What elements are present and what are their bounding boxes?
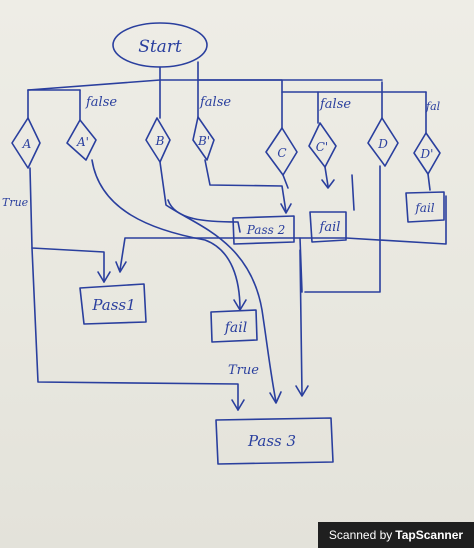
- flow-a-prime-to-fail: [91, 159, 241, 311]
- flow-a-to-pass3: [31, 247, 239, 411]
- flow-b-to-pass2: [167, 199, 241, 233]
- edge-label-false-d: fal: [425, 100, 441, 113]
- arrowhead-pass3-a: [231, 399, 245, 411]
- arrowhead-fail-c: [321, 179, 335, 189]
- fail-b-label: fail: [224, 320, 247, 336]
- fail-d-box: [405, 191, 445, 223]
- decision-drop-lines: [27, 79, 427, 134]
- top-bus-lines: [27, 79, 427, 93]
- decision-d-label: D: [377, 137, 388, 151]
- pass1-box: [79, 283, 147, 325]
- arrowhead-pass1-a: [97, 271, 111, 283]
- edge-label-false-b: false: [199, 95, 231, 110]
- pass3-box: [215, 417, 334, 465]
- decision-b-label: B: [155, 134, 165, 148]
- arrowhead-pass1-b: [115, 261, 127, 273]
- decision-b-prime: [192, 116, 215, 161]
- flow-a-true-to-pass1: [29, 167, 105, 283]
- fail-b-box: [210, 309, 258, 343]
- edge-label-false-a: false: [85, 95, 117, 110]
- pass1-label: Pass1: [91, 296, 135, 314]
- fail-c-label: fail: [319, 220, 341, 235]
- decision-a-label: A: [22, 137, 32, 151]
- flow-d-to-pass3: [299, 165, 381, 396]
- watermark-prefix: Scanned by: [328, 528, 393, 542]
- flow-b-prime-to-pass2: [204, 159, 287, 213]
- decision-a-prime-label: A': [76, 135, 89, 149]
- decision-c-prime-label: C': [316, 140, 328, 154]
- arrowhead-pass2: [280, 203, 292, 214]
- arrowhead-pass3-b: [269, 391, 282, 404]
- fail-d-label: fail: [414, 201, 434, 215]
- flow-c-prime-to-fail: [324, 166, 355, 211]
- flow-c-link: [282, 174, 289, 189]
- watermark-brand: TapScanner: [395, 528, 464, 542]
- decision-a: [11, 117, 41, 169]
- decision-a-prime: [66, 119, 97, 161]
- flow-d-prime-to-fail: [427, 173, 431, 191]
- start-branch-line: [27, 61, 383, 91]
- arrowhead-pass3-d: [295, 385, 309, 397]
- edge-label-true-fail: True: [228, 363, 259, 378]
- decision-d-prime-label: D': [420, 147, 434, 161]
- fail-c-box: [309, 211, 347, 243]
- pass2-box: [232, 215, 295, 245]
- decision-b-prime-label: B': [197, 134, 210, 148]
- pass2-label: Pass 2: [246, 223, 285, 237]
- edge-label-true-a: True: [2, 196, 29, 209]
- pass3-label: Pass 3: [247, 432, 296, 450]
- edge-label-false-c: false: [319, 97, 351, 112]
- start-label: Start: [138, 37, 182, 57]
- decision-d: [367, 117, 399, 167]
- decision-c-label: C: [277, 146, 286, 160]
- scanner-watermark: Scanned by TapScanner: [318, 522, 474, 548]
